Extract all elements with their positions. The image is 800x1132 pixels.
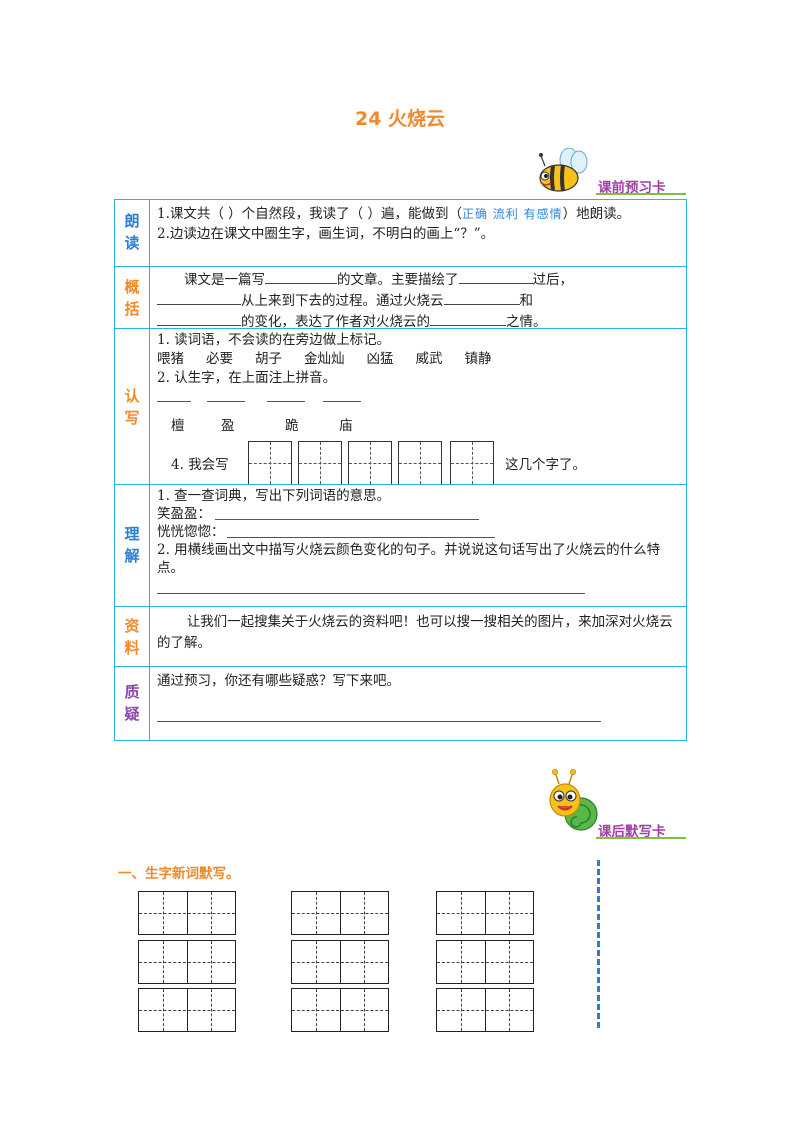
word-list: 喂猪必要胡子金灿灿凶猛威武镇静 <box>157 351 492 367</box>
preview-card-underline <box>596 193 686 195</box>
after-card-underline <box>596 837 686 839</box>
dictation-grid[interactable] <box>291 988 389 1032</box>
answer-line[interactable] <box>215 519 479 520</box>
materials-content: 让我们一起搜集关于火烧云的资料吧！也可以搜一搜相关的图片，来加深对火烧云的了解。 <box>157 614 673 651</box>
write-prompt: 4. 我会写 <box>171 457 229 473</box>
dictation-grid[interactable] <box>436 891 534 935</box>
write-suffix: 这几个字了。 <box>505 457 586 473</box>
understand-content: 1. 查一查词典，写出下列词语的意思。 笑盈盈： 恍恍惚惚： 2. 用横线画出文… <box>157 488 661 576</box>
dictation-grid[interactable] <box>436 988 534 1032</box>
preview-card-label: 课前预习卡 <box>598 180 666 196</box>
char-2: 盈 <box>221 418 235 434</box>
row-label-questions: 质疑 <box>124 683 140 723</box>
char-1: 檀 <box>171 418 185 434</box>
dictation-grid[interactable] <box>138 940 236 984</box>
dictation-grid[interactable] <box>436 940 534 984</box>
answer-line[interactable] <box>157 721 601 722</box>
summary-content: 课文是一篇写的文章。主要描绘了过后， 从上来到下去的过程。通过火烧云和 的变化，… <box>157 269 680 332</box>
recognize-content: 1. 读词语，不会读的在旁边做上标记。 喂猪必要胡子金灿灿凶猛威武镇静 2. 认… <box>157 331 680 388</box>
questions-content: 通过预习，你还有哪些疑惑？写下来吧。 <box>157 673 400 689</box>
vertical-divider <box>597 860 600 1028</box>
page-title: 24 火烧云 <box>354 108 446 130</box>
table-row-recognize-write: 认写 1. 读词语，不会读的在旁边做上标记。 喂猪必要胡子金灿灿凶猛威武镇静 2… <box>115 328 686 485</box>
writing-grid-box[interactable] <box>348 441 392 485</box>
writing-grid-box[interactable] <box>450 441 494 485</box>
row-label-materials: 资料 <box>124 617 140 657</box>
dictation-grid[interactable] <box>138 891 236 935</box>
table-row-summary: 概括 课文是一篇写的文章。主要描绘了过后， 从上来到下去的过程。通过火烧云和 的… <box>115 266 686 332</box>
row-label-summary: 概括 <box>124 278 140 318</box>
answer-line[interactable] <box>227 537 495 538</box>
dictation-grid[interactable] <box>138 988 236 1032</box>
after-card-label: 课后默写卡 <box>598 824 666 840</box>
table-row-questions: 质疑 通过预习，你还有哪些疑惑？写下来吧。 <box>115 666 686 741</box>
table-divider <box>149 200 150 740</box>
table-row-understand: 理解 1. 查一查词典，写出下列词语的意思。 笑盈盈： 恍恍惚惚： 2. 用横线… <box>115 484 686 607</box>
writing-grid-box[interactable] <box>248 441 292 485</box>
row-label-reading: 朗读 <box>124 212 140 252</box>
table-row-reading: 朗读 1.课文共（ ）个自然段，我读了（ ）遍，能做到（正确 流利 有感情）地朗… <box>115 200 686 266</box>
writing-grid-box[interactable] <box>398 441 442 485</box>
char-3: 跪 <box>285 418 299 434</box>
snail-icon <box>545 768 601 834</box>
writing-grid-box[interactable] <box>298 441 342 485</box>
row-label-understand: 理解 <box>124 525 140 565</box>
char-4: 庙 <box>339 418 353 434</box>
row-label-recognize: 认写 <box>124 387 140 427</box>
preview-table: 朗读 1.课文共（ ）个自然段，我读了（ ）遍，能做到（正确 流利 有感情）地朗… <box>114 199 687 741</box>
dictation-grid[interactable] <box>291 891 389 935</box>
bee-icon <box>533 147 593 194</box>
reading-hint: 正确 流利 有感情 <box>461 207 563 221</box>
dictation-grid[interactable] <box>291 940 389 984</box>
table-row-materials: 资料 让我们一起搜集关于火烧云的资料吧！也可以搜一搜相关的图片，来加深对火烧云的… <box>115 606 686 667</box>
reading-content: 1.课文共（ ）个自然段，我读了（ ）遍，能做到（正确 流利 有感情）地朗读。 … <box>157 206 631 242</box>
section-title-dictation: 一、生字新词默写。 <box>118 866 240 882</box>
answer-line[interactable] <box>157 593 585 594</box>
